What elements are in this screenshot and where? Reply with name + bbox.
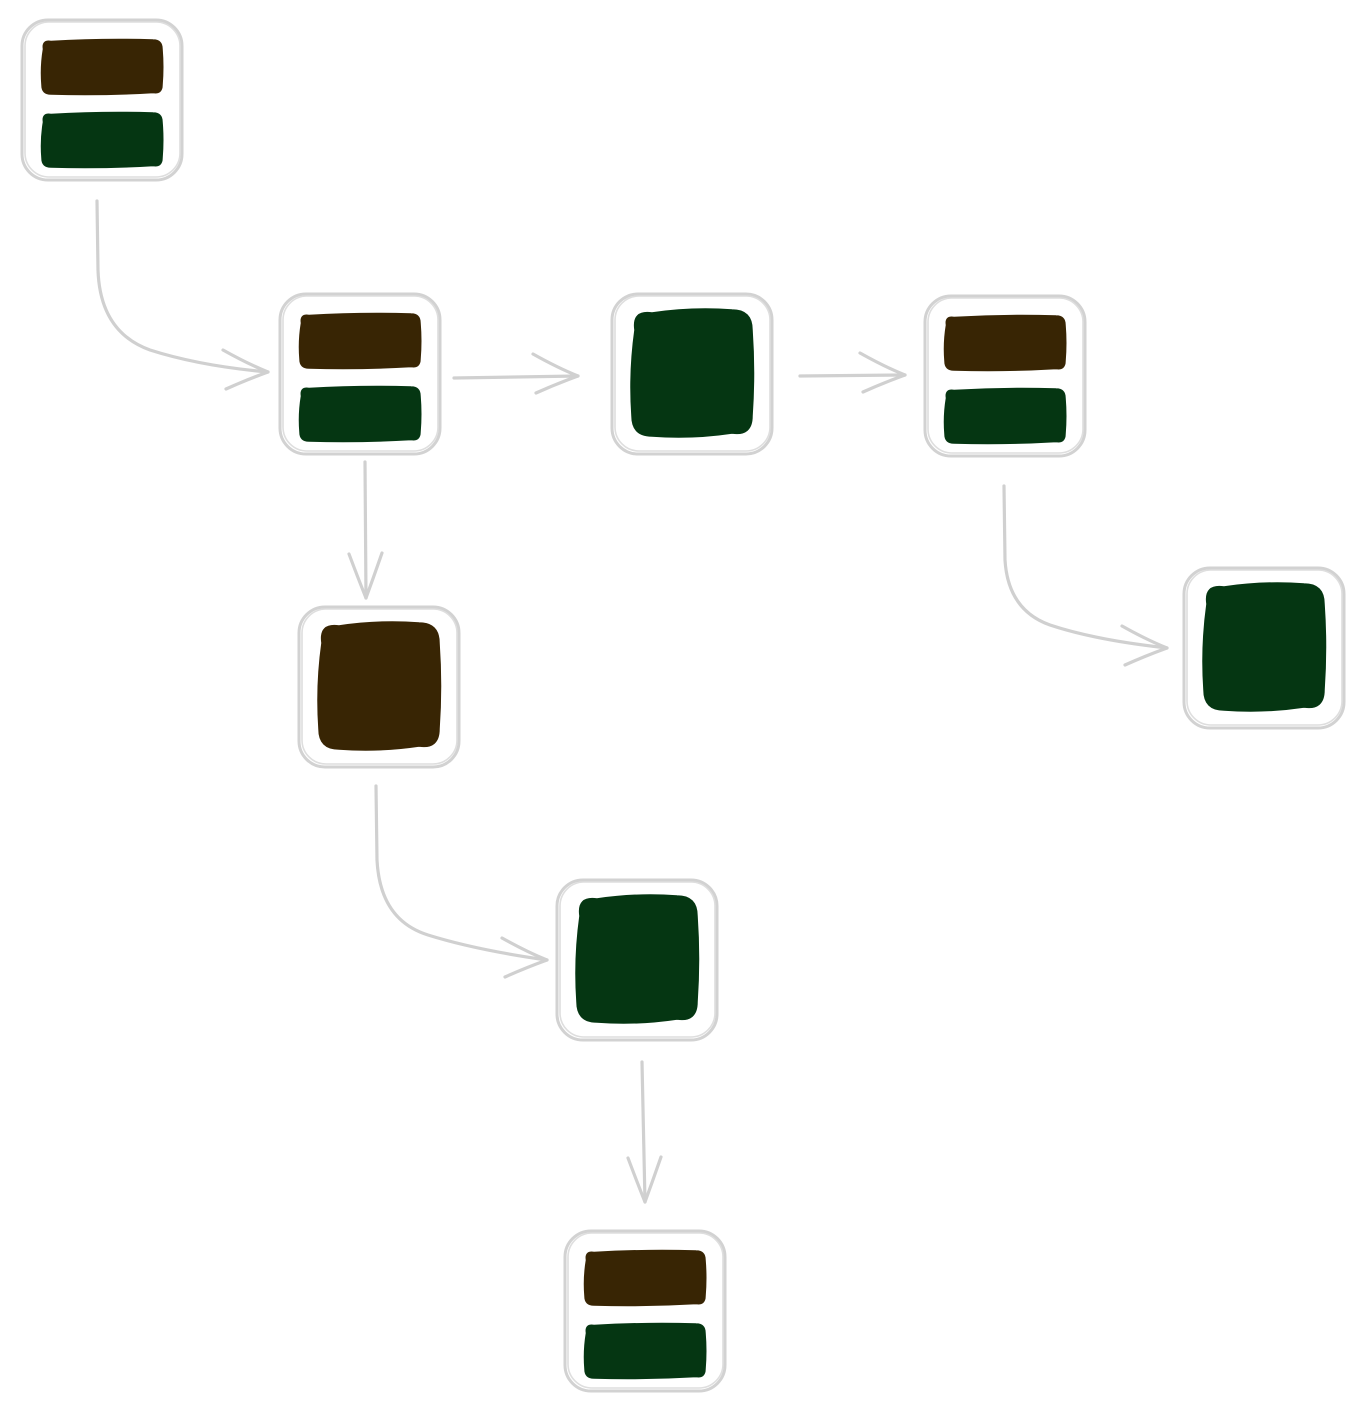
- node-n6[interactable]: [1182, 566, 1346, 730]
- edge-n1-n2: [95, 199, 270, 391]
- arrow-head-icon: [347, 551, 384, 600]
- edge-line: [95, 199, 270, 374]
- node-solid-block: [1202, 582, 1327, 712]
- nodes-layer: [20, 18, 1346, 1393]
- edge-n2-n5: [347, 460, 384, 600]
- edge-n7-n8: [626, 1060, 663, 1204]
- node-n5[interactable]: [297, 605, 461, 769]
- node-bottom-block: [40, 111, 164, 169]
- node-solid-block: [630, 308, 755, 438]
- node-n2[interactable]: [278, 292, 442, 456]
- node-top-block: [583, 1249, 707, 1307]
- node-n1[interactable]: [20, 18, 184, 182]
- arrow-head-icon: [1120, 624, 1169, 667]
- edge-n4-n6: [1002, 484, 1169, 667]
- node-frame-sketch: [282, 295, 439, 452]
- node-bottom-block: [298, 385, 422, 443]
- node-frame-sketch: [24, 21, 181, 178]
- node-frame-sketch: [1186, 569, 1343, 726]
- arrow-head-icon: [500, 936, 549, 979]
- edge-n2-n3: [452, 352, 580, 395]
- node-frame-sketch: [567, 1232, 724, 1389]
- node-n7[interactable]: [555, 878, 719, 1042]
- node-top-block: [298, 312, 422, 370]
- edge-line: [363, 460, 368, 600]
- arrow-head-icon: [626, 1155, 663, 1204]
- node-top-block: [943, 314, 1067, 372]
- edges-layer: [95, 199, 1169, 1204]
- node-frame-sketch: [614, 295, 771, 452]
- node-frame-sketch: [927, 297, 1084, 454]
- arrow-head-icon: [221, 348, 270, 391]
- node-n8[interactable]: [563, 1229, 727, 1393]
- node-n3[interactable]: [610, 292, 774, 456]
- edge-line: [798, 373, 907, 378]
- arrow-head-icon: [858, 351, 907, 394]
- edge-n3-n4: [798, 351, 907, 394]
- arrow-head-icon: [531, 352, 580, 395]
- node-bottom-block: [943, 387, 1067, 445]
- node-bottom-block: [583, 1322, 707, 1380]
- edge-line: [374, 784, 549, 962]
- node-frame-sketch: [301, 608, 458, 765]
- edge-n5-n7: [374, 784, 549, 979]
- edge-line: [452, 374, 580, 380]
- node-frame-sketch: [559, 881, 716, 1038]
- node-solid-block: [317, 621, 442, 751]
- node-solid-block: [575, 894, 700, 1024]
- edge-line: [1002, 484, 1169, 650]
- edge-line: [640, 1060, 647, 1204]
- node-top-block: [40, 38, 164, 96]
- node-n4[interactable]: [923, 294, 1087, 458]
